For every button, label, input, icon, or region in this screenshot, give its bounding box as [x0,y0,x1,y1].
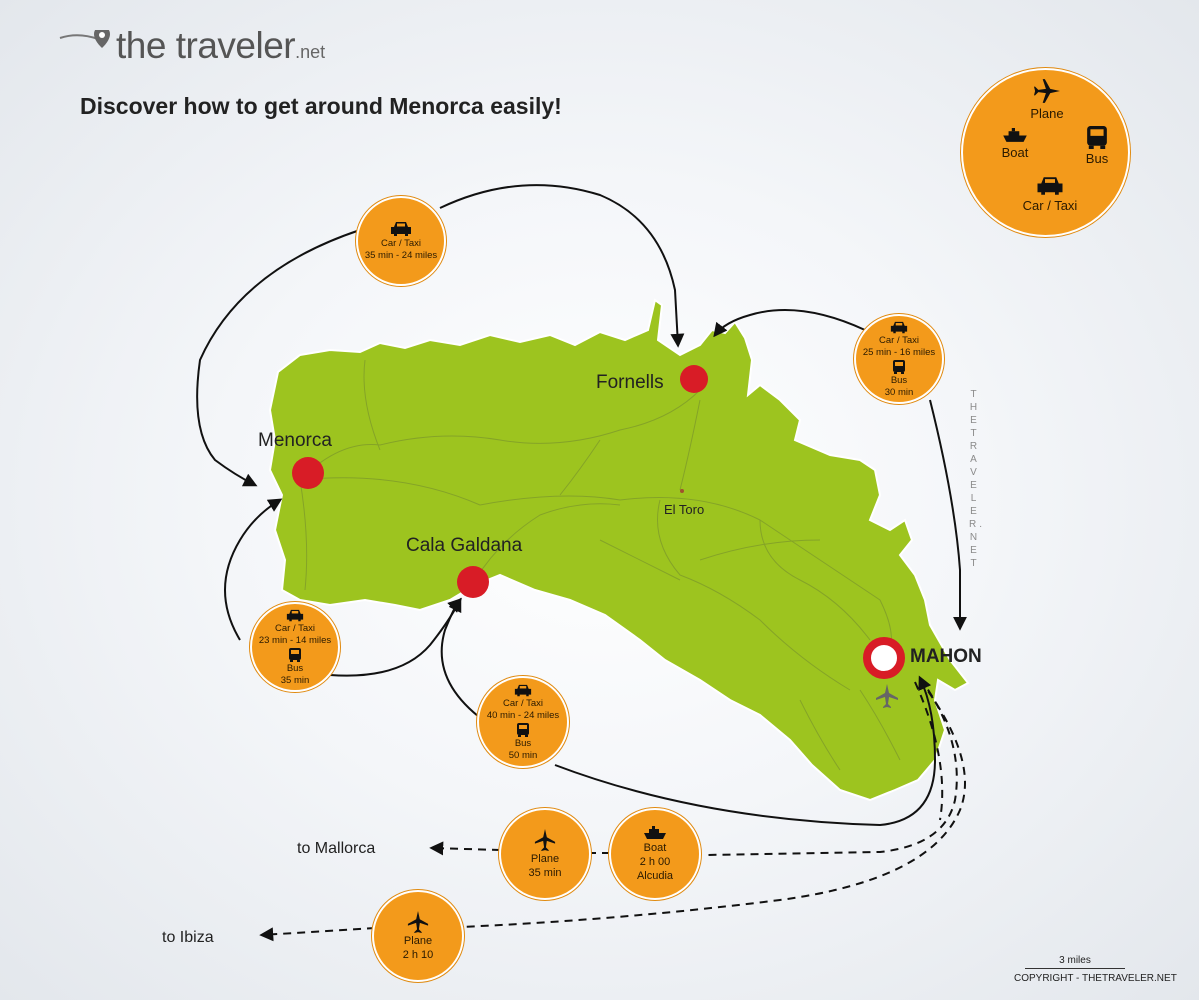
label-mahon: MAHON [910,646,982,667]
plane-icon [534,829,556,851]
route-mahon-to-cala [440,598,484,721]
route-bus-detail: 35 min [280,674,310,686]
route-mahon-extra-dash [914,681,944,821]
label-cala-galdana: Cala Galdana [406,535,523,556]
bus-icon [289,647,301,662]
route-detail: 35 min [528,867,562,879]
routes-dashed [259,677,966,942]
route-mode: Plane [530,853,560,865]
plane-icon [1034,79,1060,103]
route-car-mode: Car / Taxi [503,697,543,709]
legend-plane-label: Plane [1030,106,1064,121]
route-cala-to-menorca [224,498,283,641]
legend-boat-label: Boat [1001,145,1029,160]
route-detail: 35 min - 24 miles [364,250,438,261]
route-detail: 2 h 00 [639,856,671,868]
brand-name: the traveler [116,25,296,66]
city-marker-cala-galdana[interactable] [457,566,489,598]
car-icon [514,684,532,696]
car-icon [391,222,411,236]
plane-icon [407,911,429,933]
route-bus-detail: 50 min [508,749,538,761]
bubble-plane-ibiza: Plane 2 h 10 [372,890,464,982]
route-car-detail: 25 min - 16 miles [862,346,936,358]
city-marker-menorca[interactable] [292,457,324,489]
car-icon [890,321,908,333]
route-fornells-to-menorca [196,229,361,487]
route-mahon-to-fornells [713,309,866,338]
route-bus-mode: Bus [890,374,908,386]
route-mahon-to-ibiza [459,679,966,928]
city-marker-mahon[interactable] [863,637,905,679]
route-mode: Car / Taxi [381,238,421,249]
label-fornells: Fornells [596,372,664,393]
bus-icon [1087,126,1107,149]
road-network [299,359,901,771]
route-menorca-to-fornells [439,184,685,348]
legend-plane: Plane [1027,78,1067,121]
route-bus-mode: Bus [286,662,304,674]
bubble-plane-mallorca: Plane 35 min [499,808,591,900]
route-bus-mode: Bus [514,737,532,749]
vertical-watermark: THETRAVELER.NET [969,389,985,569]
boat-icon [1003,128,1027,142]
page-title: Discover how to get around Menorca easil… [80,93,562,119]
legend-car: Car / Taxi [1015,176,1085,213]
label-el-toro: El Toro [664,502,705,517]
legend-car-label: Car / Taxi [1022,198,1078,213]
route-car-mode: Car / Taxi [275,622,315,634]
brand-logo[interactable]: the traveler.net [58,24,325,64]
label-to-mallorca: to Mallorca [297,840,376,857]
copyright: COPYRIGHT - THETRAVELER.NET [1014,973,1177,984]
route-cala-to-mahon [554,675,937,827]
route-car-detail: 40 min - 24 miles [486,709,560,721]
boat-icon [644,826,666,839]
el-toro-peak-marker [680,489,684,493]
airport-icon [876,684,898,708]
bubble-menorca-fornells: Car / Taxi 35 min - 24 miles [356,196,446,286]
route-fornells-to-mahon [929,399,967,631]
route-detail: 2 h 10 [402,949,434,961]
car-icon [1037,177,1063,195]
route-car-detail: 23 min - 14 miles [258,634,332,646]
route-mallorca-plane [429,841,501,856]
bubble-cala-menorca: Car / Taxi 23 min - 14 miles Bus 35 min [250,602,340,692]
label-to-ibiza: to Ibiza [162,929,214,946]
city-marker-fornells[interactable] [680,365,708,393]
route-bus-detail: 30 min [884,386,914,398]
scale-bar [1025,968,1125,969]
route-menorca-to-cala [329,597,462,677]
routes-solid [196,184,967,827]
bubble-boat-mallorca: Boat 2 h 00 Alcudia [609,808,701,900]
map-pin-logo-icon [59,30,110,48]
bubble-mahon-cala: Car / Taxi 40 min - 24 miles Bus 50 min [477,676,569,768]
route-mode: Boat [643,842,667,854]
legend-boat: Boat [993,128,1037,160]
legend-bus-label: Bus [1085,151,1109,166]
route-port: Alcudia [636,870,674,882]
bus-icon [517,722,529,737]
label-menorca: Menorca [258,430,332,451]
legend-bus: Bus [1077,126,1117,166]
route-mode: Plane [403,935,433,947]
route-ibiza-plane [259,927,376,942]
transport-legend: Plane Boat Bus Car / Taxi [961,68,1130,237]
bubble-mahon-fornells: Car / Taxi 25 min - 16 miles Bus 30 min [854,314,944,404]
brand-suffix: .net [295,42,326,62]
route-mahon-to-mallorca-boat [704,677,958,856]
bus-icon [893,359,905,374]
route-car-mode: Car / Taxi [879,334,919,346]
car-icon [286,609,304,621]
scale-label: 3 miles [1059,955,1091,966]
